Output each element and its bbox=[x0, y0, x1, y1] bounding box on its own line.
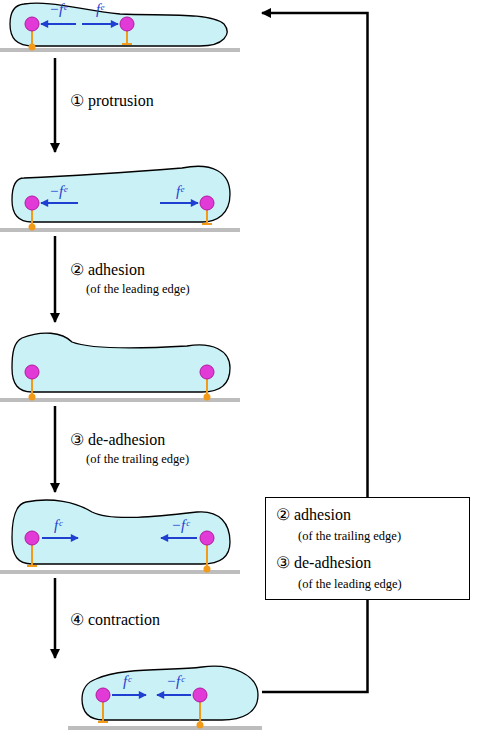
step-arrow bbox=[54, 406, 57, 492]
cell-body: fᶜ −fᶜ bbox=[0, 662, 262, 732]
step-label: ① protrusion bbox=[70, 92, 154, 110]
force-arrows bbox=[41, 24, 198, 695]
step-arrow bbox=[262, 13, 368, 497]
force-arrow bbox=[160, 202, 198, 204]
substrates bbox=[0, 48, 262, 730]
attached-anchor bbox=[206, 545, 208, 570]
substrate bbox=[0, 48, 240, 52]
force-label: fᵉ bbox=[176, 183, 184, 200]
force-arrow bbox=[42, 537, 78, 539]
detached-foot bbox=[27, 565, 37, 567]
adhesion-site bbox=[25, 196, 39, 210]
force-arrow bbox=[112, 694, 146, 696]
adhesion-site bbox=[200, 531, 214, 545]
detached-anchor bbox=[31, 545, 33, 566]
detached-anchor bbox=[102, 702, 104, 722]
force-label: −fᵉ bbox=[49, 183, 67, 200]
cell-outline bbox=[0, 326, 262, 402]
detached-anchor bbox=[206, 210, 208, 224]
step-arrow bbox=[262, 600, 368, 692]
force-label: fᶜ bbox=[123, 673, 131, 690]
step-note: (of the trailing edge) bbox=[298, 530, 401, 544]
force-arrow bbox=[82, 23, 118, 25]
attached-foot bbox=[30, 395, 35, 400]
step-label: ④ contraction bbox=[70, 611, 160, 629]
cell-membrane bbox=[12, 333, 230, 392]
cell-outline bbox=[0, 496, 262, 574]
detached-foot bbox=[202, 223, 212, 225]
cell-body: −fᵉ fᵉ bbox=[0, 0, 262, 54]
step-note: ② adhesion bbox=[276, 506, 351, 524]
attached-foot bbox=[205, 395, 210, 400]
attached-anchor bbox=[199, 702, 201, 726]
cell-membrane bbox=[10, 3, 227, 46]
adhesion-site bbox=[193, 688, 207, 702]
force-arrow bbox=[161, 537, 197, 539]
step-arrow bbox=[54, 578, 57, 658]
force-arrow bbox=[41, 202, 78, 204]
force-label: −fᶜ bbox=[166, 673, 184, 690]
cell-body: fᶜ −fᶜ bbox=[0, 496, 262, 574]
attached-anchor bbox=[31, 31, 33, 48]
adhesion-anchors bbox=[27, 31, 212, 728]
substrate bbox=[0, 570, 240, 574]
attached-foot bbox=[30, 225, 35, 230]
step-note: ③ de-adhesion bbox=[276, 554, 371, 572]
note-box: ② adhesion (of the trailing edge) ③ de-adh… bbox=[265, 497, 470, 600]
step-arrow bbox=[54, 236, 57, 322]
attached-foot bbox=[205, 567, 210, 572]
attached-anchor bbox=[31, 210, 33, 228]
cell-outline bbox=[0, 0, 262, 54]
attached-foot bbox=[198, 723, 203, 728]
cell-outline bbox=[0, 156, 262, 232]
step-label: ③ de-adhesion bbox=[70, 431, 165, 449]
cell-membrane bbox=[12, 500, 230, 564]
attached-anchor bbox=[31, 379, 33, 398]
step-note: (of the leading edge) bbox=[86, 283, 190, 297]
force-label: fᶜ bbox=[54, 517, 62, 534]
substrate bbox=[0, 398, 240, 402]
cell-body bbox=[0, 326, 262, 402]
force-arrow bbox=[157, 694, 191, 696]
cell-outline bbox=[0, 662, 262, 732]
step-label: ② adhesion bbox=[70, 261, 145, 279]
force-label: −fᶜ bbox=[171, 517, 189, 534]
adhesion-site bbox=[120, 17, 134, 31]
detached-foot bbox=[122, 43, 132, 45]
substrate bbox=[68, 726, 262, 730]
step-note: (of the trailing edge) bbox=[86, 453, 189, 467]
step-arrow bbox=[54, 58, 57, 152]
cell-membrane bbox=[12, 166, 230, 222]
adhesion-site bbox=[200, 196, 214, 210]
attached-foot bbox=[30, 45, 35, 50]
adhesion-site bbox=[200, 365, 214, 379]
cell-membrane bbox=[82, 666, 258, 720]
step-note: (of the leading edge) bbox=[298, 578, 402, 592]
force-label: fᵉ bbox=[96, 1, 104, 18]
substrate bbox=[0, 228, 240, 232]
force-label: −fᵉ bbox=[49, 1, 67, 18]
detached-foot bbox=[98, 721, 108, 723]
adhesion-sites bbox=[25, 17, 214, 702]
detached-anchor bbox=[126, 31, 128, 44]
force-arrow bbox=[41, 23, 76, 25]
adhesion-site bbox=[25, 365, 39, 379]
adhesion-site bbox=[96, 688, 110, 702]
attached-anchor bbox=[206, 379, 208, 398]
cell-body: −fᵉ fᵉ bbox=[0, 156, 262, 232]
adhesion-site bbox=[25, 17, 39, 31]
adhesion-site bbox=[25, 531, 39, 545]
